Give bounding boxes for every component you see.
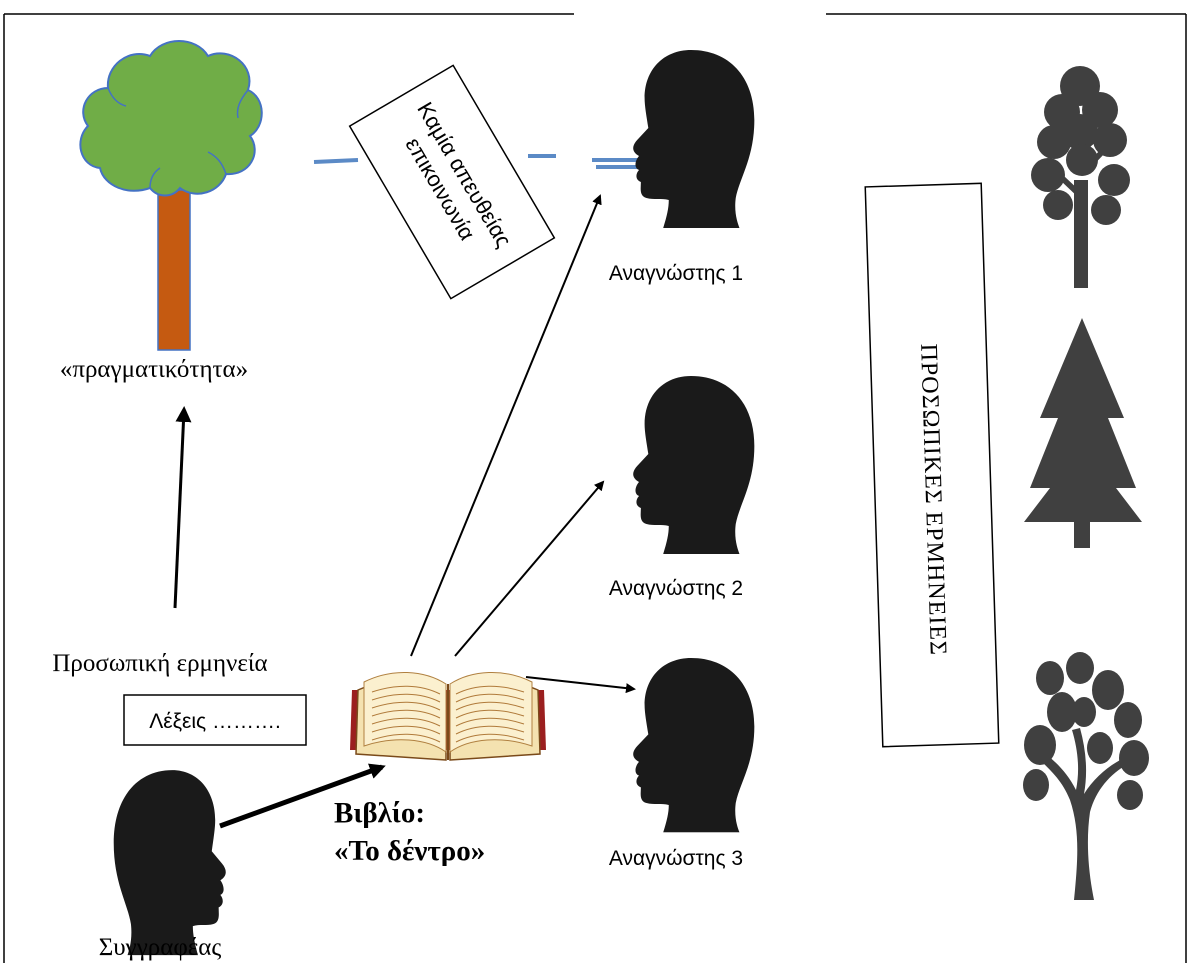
no-direct-communication-box: Καμία απευθείας επικοινωνία: [348, 64, 556, 300]
reader3-label: Αναγνώστης 3: [609, 847, 743, 870]
book-to-reader1-arrow: [410, 194, 602, 657]
author-label: Συγγραφέας: [99, 934, 222, 961]
round-leaf-tree-icon: [1023, 652, 1149, 900]
book-title-line1: Βιβλίο:: [334, 797, 425, 829]
personal-interpretation-label: Προσωπική ερμηνεία: [52, 650, 267, 677]
reader3-head-icon: [633, 657, 755, 833]
reader2-label: Αναγνώστης 2: [609, 577, 743, 600]
reader2-head-icon: [633, 376, 755, 554]
interpretation-to-reality-arrow: [173, 406, 192, 609]
lobed-tree-icon: [1031, 66, 1130, 288]
conifer-tree-icon: [1024, 318, 1142, 548]
reader1-head-icon: [633, 50, 755, 228]
open-book-icon: [350, 672, 546, 761]
words-box: Λέξεις ……….: [123, 694, 307, 746]
page-frame: [3, 13, 1187, 963]
words-label: Λέξεις ……….: [149, 710, 281, 733]
reader1-label: Αναγνώστης 1: [609, 262, 743, 285]
personal-interpretations-box: ΠΡΟΣΩΠΙΚΕΣ ΕΡΜΗΝΕΙΕΣ: [864, 182, 1000, 748]
reality-label: «πραγματικότητα»: [60, 356, 248, 383]
book-to-reader3-arrow: [525, 676, 636, 694]
book-to-reader2-arrow: [454, 480, 605, 657]
author-to-book-arrow: [219, 763, 386, 829]
book-title-line2: «Το δέντρο»: [334, 835, 485, 867]
author-silhouette-icon: [113, 770, 226, 956]
reality-tree-icon: [79, 40, 263, 351]
